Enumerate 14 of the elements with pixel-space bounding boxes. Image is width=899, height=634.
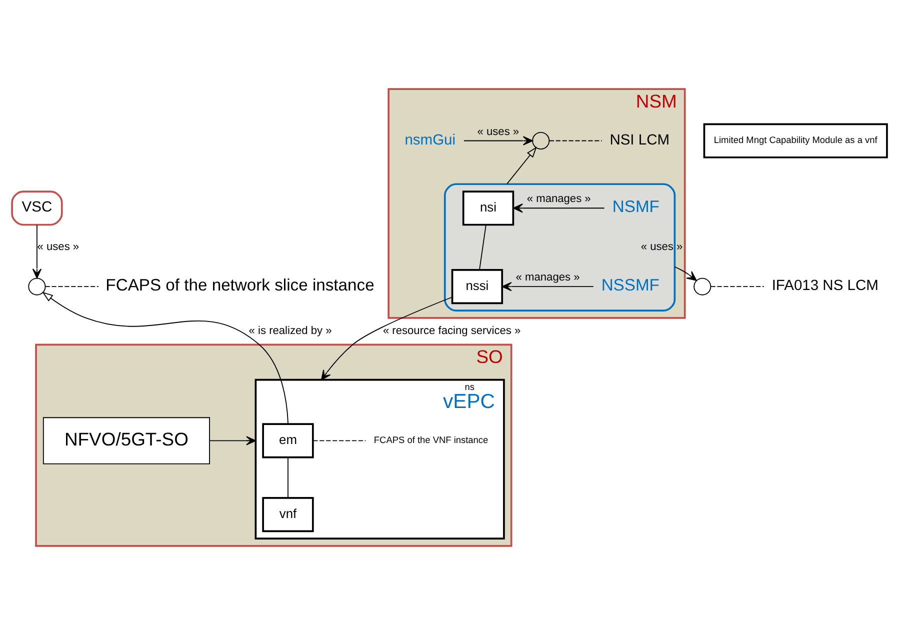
edge-label: « uses » — [477, 125, 520, 138]
node-text: nsmGui — [404, 132, 456, 148]
node-text: NSI LCM — [610, 132, 670, 148]
edge-label: « uses » — [640, 240, 683, 253]
node-text: NSMF — [612, 196, 660, 216]
node-text: NSSMF — [601, 275, 660, 294]
node-text: FCAPS of the network slice instance — [106, 275, 374, 294]
edge-label: « manages » — [526, 192, 591, 205]
node-text: IFA013 NS LCM — [772, 278, 878, 294]
edge-label: « manages » — [516, 271, 580, 284]
edge-label: « is realized by » — [248, 324, 332, 337]
edge-label: « resource facing services » — [382, 324, 521, 337]
node-text: FCAPS of the VNF instance — [374, 434, 488, 445]
edge-label: « uses » — [37, 240, 80, 253]
